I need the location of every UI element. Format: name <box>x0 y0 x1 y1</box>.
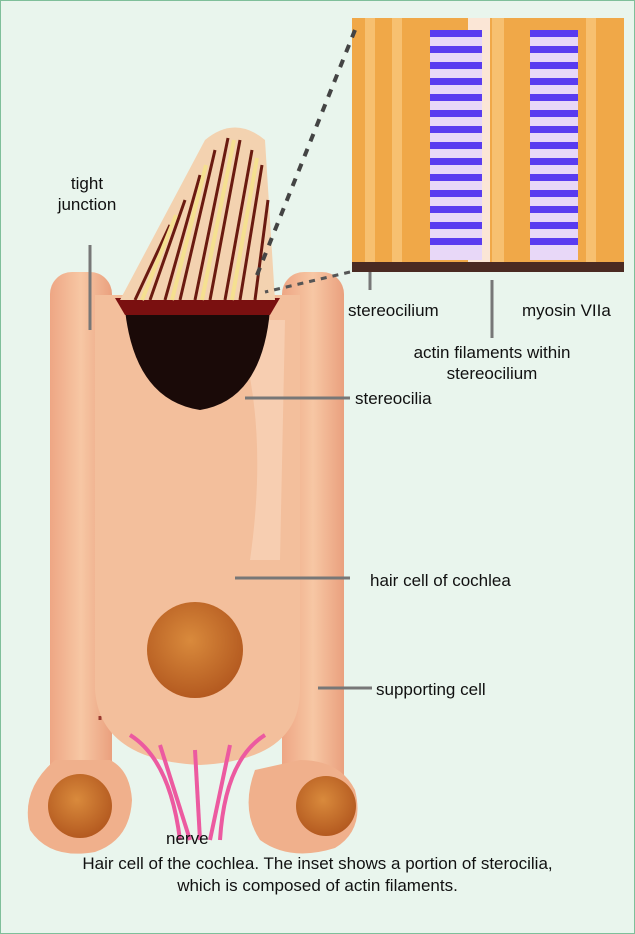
myosin-label: myosin VIIa <box>522 300 611 321</box>
hair-cell-label: hair cell of cochlea <box>370 570 511 591</box>
stereocilium-inset <box>352 18 624 272</box>
stereocilia-label: stereocilia <box>355 388 432 409</box>
stereocilium-label: stereocilium <box>348 300 439 321</box>
caption-line1: Hair cell of the cochlea. The inset show… <box>0 853 635 875</box>
stereocilia-bundle <box>120 128 275 301</box>
supporting-cell-label: supporting cell <box>376 679 486 700</box>
figure-caption: Hair cell of the cochlea. The inset show… <box>0 853 635 897</box>
caption-line2: which is composed of actin filaments. <box>0 875 635 897</box>
tight-junction-label-line2: junction <box>52 194 122 215</box>
tight-junction-label: tight junction <box>52 173 122 215</box>
actin-label-line1: actin filaments within <box>382 342 602 363</box>
zoom-line <box>255 30 355 280</box>
actin-label: actin filaments within stereocilium <box>382 342 602 384</box>
nerve-label: nerve <box>166 828 209 849</box>
tight-junction-label-line1: tight <box>52 173 122 194</box>
actin-label-line2: stereocilium <box>382 363 602 384</box>
